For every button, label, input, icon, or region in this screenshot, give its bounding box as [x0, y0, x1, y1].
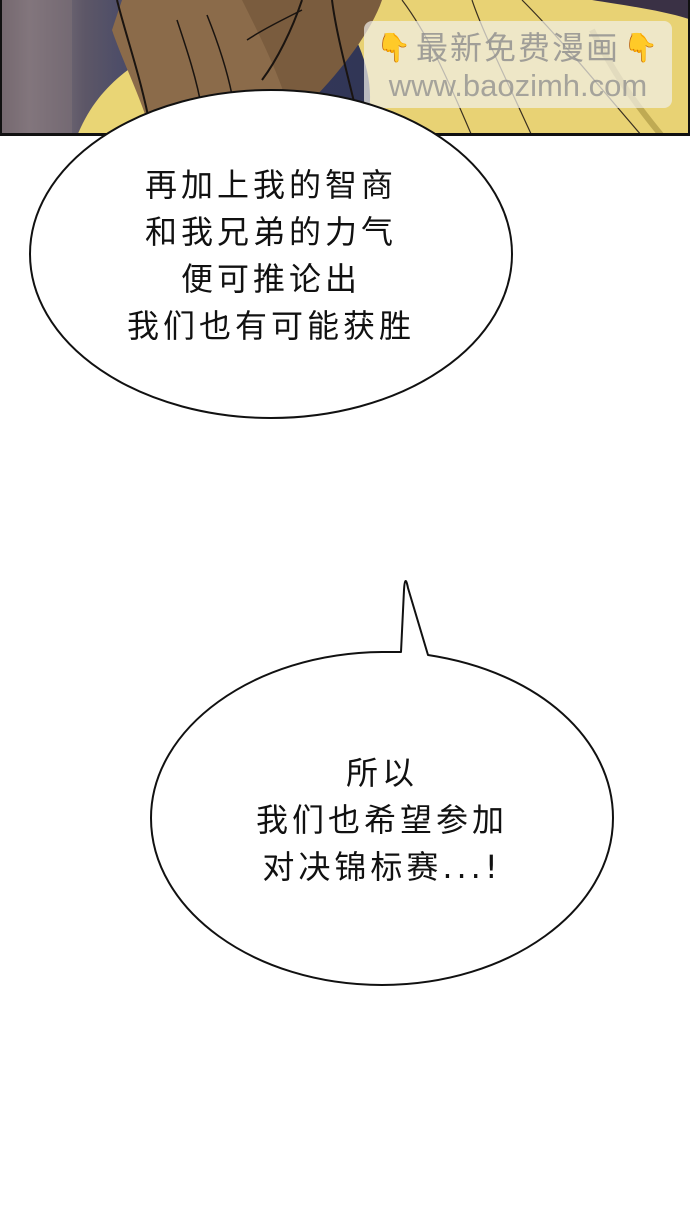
dialogue-line: 所以	[345, 754, 418, 792]
speech-bubble-1-shape	[29, 89, 513, 419]
dialogue-line: 便可推论出	[180, 260, 361, 298]
watermark-banner: 👇 最新免费漫画 www.baozimh.com 👇	[364, 21, 672, 108]
dialogue-line: 和我兄弟的力气	[144, 213, 397, 251]
watermark-url: www.baozimh.com	[388, 68, 648, 103]
dialogue-line: 我们也希望参加	[255, 801, 508, 839]
comic-panel-top: 👇 最新免费漫画 www.baozimh.com 👇	[0, 0, 690, 136]
speech-bubble-2-shape	[150, 580, 614, 986]
speech-bubble-1-text: 再加上我的智商 和我兄弟的力气 便可推论出 我们也有可能获胜	[30, 162, 512, 350]
dialogue-line: 对决锦标赛...!	[262, 848, 502, 886]
watermark-title: 最新免费漫画	[415, 29, 620, 67]
dialogue-line: 我们也有可能获胜	[126, 307, 415, 345]
dialogue-line: 再加上我的智商	[144, 166, 397, 204]
pointing-down-hand-icon: 👇	[623, 31, 658, 64]
pointing-down-hand-icon: 👇	[376, 31, 411, 64]
speech-bubble-2-text: 所以 我们也希望参加 对决锦标赛...!	[150, 750, 614, 891]
